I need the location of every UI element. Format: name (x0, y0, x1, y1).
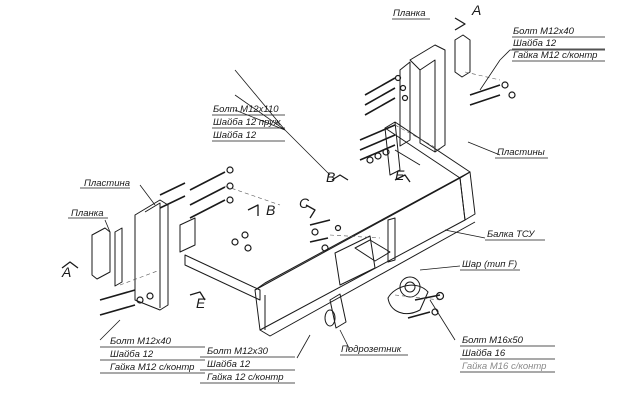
label-planka-left: Планка (71, 208, 104, 219)
assembly-center-lines (119, 71, 501, 301)
section-mark-a-left: A (62, 264, 72, 280)
fastener-bottom-mid-2: Шайба 12 (207, 359, 251, 370)
label-planka-top: Планка (393, 8, 426, 19)
right-mounting-bracket (399, 34, 471, 153)
label-underlines (68, 18, 605, 384)
label-plastiny-right: Пластины (497, 147, 545, 158)
fastener-bottom-left-2: Шайба 12 (110, 349, 154, 360)
section-mark-e-left: E (196, 295, 206, 311)
label-balka: Балка ТСУ (487, 229, 535, 240)
fastener-bottom-right-3: Гайка М16 с/контр (462, 361, 547, 372)
label-shar: Шар (тип F) (462, 259, 518, 270)
fastener-top-right-3: Гайка М12 с/контр (513, 50, 598, 61)
fastener-bottom-mid-1: Болт М12х30 (207, 346, 268, 357)
fastener-mid-3: Шайба 12 (213, 130, 257, 141)
fastener-bottom-left-1: Болт М12х40 (110, 336, 171, 347)
section-mark-b-right: B (326, 169, 336, 185)
label-plastina-left: Пластина (84, 178, 130, 189)
fastener-bottom-left-3: Гайка М12 с/контр (110, 362, 195, 373)
fastener-top-right-1: Болт М12х40 (513, 26, 574, 37)
section-mark-c: C (299, 195, 310, 211)
fastener-mid-2: Шайба 12 пруж (213, 117, 281, 128)
leader-lines (99, 49, 605, 359)
section-mark-e-right: E (395, 167, 405, 183)
section-mark-b-mid: B (266, 202, 276, 218)
fastener-bottom-right-1: Болт М16х50 (462, 335, 523, 346)
section-mark-a-top: A (472, 2, 482, 18)
bolt-set (99, 77, 501, 319)
fastener-bottom-right-2: Шайба 16 (462, 348, 506, 359)
tow-ball-parts (324, 276, 429, 329)
left-mounting-plate (91, 199, 391, 311)
fastener-top-right-2: Шайба 12 (513, 38, 557, 49)
section-arrows (61, 17, 466, 301)
fastener-bottom-mid-3: Гайка 12 с/контр (207, 372, 284, 383)
label-podrozetnik: Подрозетник (341, 344, 402, 355)
tow-bar-beam (254, 121, 476, 337)
washers-nuts (136, 74, 516, 316)
fastener-mid-1: Болт М12х110 (213, 104, 279, 115)
